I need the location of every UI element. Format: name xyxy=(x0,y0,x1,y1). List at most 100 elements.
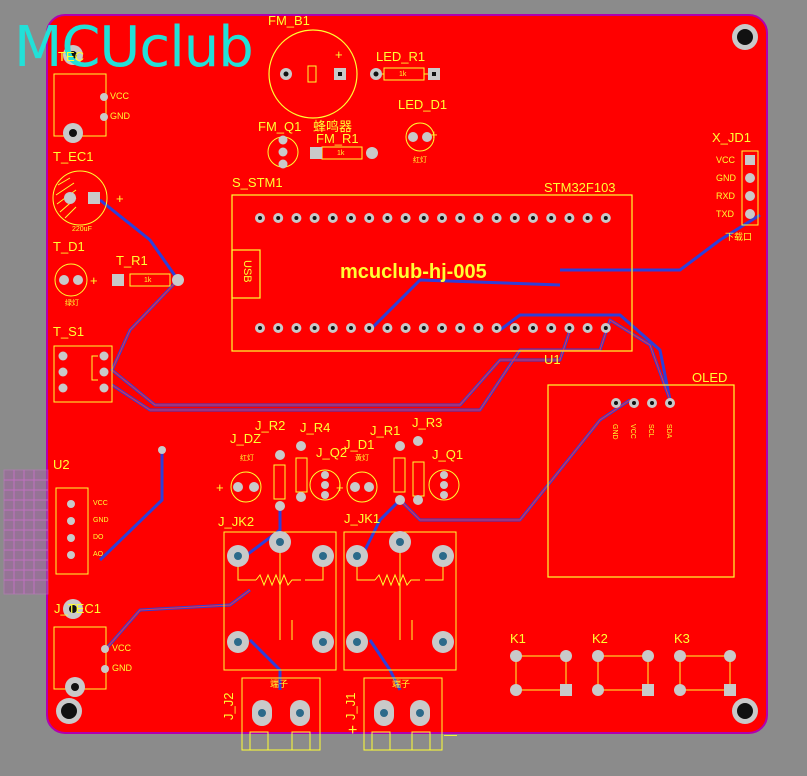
stm32-pin-hole xyxy=(603,216,608,220)
label-led-r1-value: 1k xyxy=(399,71,407,78)
label-j-r1: J_R1 xyxy=(370,423,401,438)
terminal-j-j2 xyxy=(241,677,321,751)
label-oled-scl: SCL xyxy=(647,424,654,438)
label-j-q2: J_Q2 xyxy=(316,445,348,460)
stm32-pin-hole xyxy=(585,216,590,220)
stm32-pin-hole xyxy=(294,216,299,220)
stm32-pin-hole xyxy=(549,216,554,220)
resistor-led-r1 xyxy=(370,67,440,81)
minus-sign: — xyxy=(444,727,457,742)
label-fm-r1-value: 1k xyxy=(337,150,345,157)
stm32-pin-hole xyxy=(276,326,281,330)
relay-j-jk1 xyxy=(343,531,457,671)
stm32-pin-hole xyxy=(494,326,499,330)
stm32-pin-hole xyxy=(512,326,517,330)
label-u2-do: DO xyxy=(93,534,104,541)
stm32-pin-hole xyxy=(258,326,262,330)
label-j-r2: J_R2 xyxy=(255,418,286,433)
plus-sign: + xyxy=(430,127,438,142)
label-led-d1-note: 红灯 xyxy=(413,157,427,164)
label-t-ec1-value: 220uF xyxy=(72,226,92,233)
label-j-d1: J_D1 xyxy=(344,437,375,452)
stm32-pin-hole xyxy=(385,216,390,220)
label-fm-b1: FM_B1 xyxy=(268,13,310,28)
label-t-ec1: T_EC1 xyxy=(53,149,94,164)
label-fm-r1: FM_R1 xyxy=(316,131,359,146)
label-k2: K2 xyxy=(592,631,608,646)
label-j-jk1: J_JK1 xyxy=(344,511,381,526)
plus-sign: + xyxy=(90,273,98,288)
label-j-d1-note: 黄灯 xyxy=(355,455,369,462)
stm32-pin-hole xyxy=(312,326,317,330)
module-t-tec xyxy=(53,45,108,143)
label-oled-gnd: GND xyxy=(611,424,618,440)
label-x-jd1-gnd: GND xyxy=(716,173,736,183)
label-t-d1: T_D1 xyxy=(53,239,85,254)
relay-driver-1 xyxy=(346,436,460,505)
stm32-pin-hole xyxy=(458,326,463,330)
stm32-pin-hole xyxy=(421,326,426,330)
label-u1: U1 xyxy=(544,352,561,367)
stm32-pin-hole xyxy=(294,326,299,330)
stm32-pin-hole xyxy=(385,326,390,330)
label-k3: K3 xyxy=(674,631,690,646)
oled-outline xyxy=(547,384,735,578)
resistor-t-r1 xyxy=(112,273,184,287)
label-u2-vcc: VCC xyxy=(93,500,108,507)
stm32-pin-hole xyxy=(276,216,281,220)
label-s-stm1: S_STM1 xyxy=(232,175,283,190)
label-j-j1-note: 端子 xyxy=(392,679,411,689)
label-j-dz-note: 红灯 xyxy=(240,455,254,462)
brand-logo-text: MCUclub xyxy=(14,15,254,80)
label-j-j1: J_J1 xyxy=(343,692,358,720)
label-t-r1-value: 1k xyxy=(144,277,152,284)
label-j-j2-note: 端子 xyxy=(270,679,289,689)
button-k3 xyxy=(674,650,736,696)
capacitor-t-ec1 xyxy=(52,170,108,226)
label-t-r1: T_R1 xyxy=(116,253,148,268)
stm32-pin-hole xyxy=(549,326,554,330)
stm32-pin-hole xyxy=(330,216,335,220)
stm32-pin-hole xyxy=(403,216,408,220)
plus-sign: + xyxy=(336,480,344,495)
label-x-jd1-note: 下载口 xyxy=(725,232,753,242)
stm32-pin-hole xyxy=(567,216,572,220)
plus-sign: + xyxy=(216,480,224,495)
stm32-pin-hole xyxy=(476,216,481,220)
stm32-pin-hole xyxy=(512,216,517,220)
stm32-pin-hole xyxy=(421,216,426,220)
label-j-j2: J_J2 xyxy=(221,692,236,720)
label-t-s1: T_S1 xyxy=(53,324,85,339)
resistor-fm-r1 xyxy=(310,146,378,160)
stm32-pin-hole xyxy=(531,326,535,330)
label-u2-ao: AO xyxy=(93,551,104,558)
label-j-r4: J_R4 xyxy=(300,420,331,435)
sensor-t-s1 xyxy=(53,345,113,403)
stm32-pin-hole xyxy=(403,326,408,330)
label-x-jd1-vcc: VCC xyxy=(716,155,736,165)
stm32-pin-hole xyxy=(476,326,481,330)
stm32-pin-hole xyxy=(258,216,262,220)
label-fm-q1: FM_Q1 xyxy=(258,119,302,134)
oled-pins xyxy=(611,398,675,408)
stm32-pin-hole xyxy=(367,326,372,330)
label-t-d1-note: 绿灯 xyxy=(65,300,79,307)
stm32-pin-hole xyxy=(349,326,353,330)
stm32-pin-hole xyxy=(312,216,317,220)
buzzer-fm-b1 xyxy=(268,29,358,119)
button-k2 xyxy=(592,650,654,696)
stm32-pin-hole xyxy=(494,216,499,220)
stm32-pin-hole xyxy=(349,216,353,220)
label-led-d1: LED_D1 xyxy=(398,97,448,112)
label-usb: USB xyxy=(241,260,253,283)
label-j-tec1-vcc: VCC xyxy=(112,643,132,653)
stm32-pin-hole xyxy=(603,326,608,330)
stm32-pin-hole xyxy=(440,326,444,330)
relay-driver-2 xyxy=(230,441,341,511)
led-d1 xyxy=(405,122,435,152)
label-t-tec-gnd: GND xyxy=(110,111,130,121)
plus-sign: + xyxy=(116,191,124,206)
module-u2 xyxy=(55,446,166,575)
led-t-d1 xyxy=(54,263,88,297)
